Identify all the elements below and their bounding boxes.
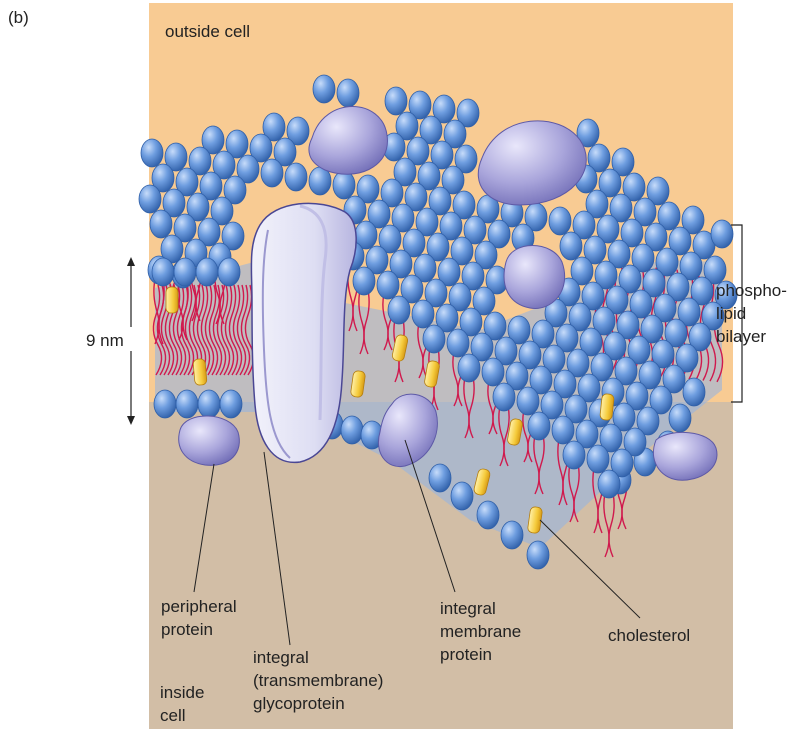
inside-cell-label: cell — [160, 706, 186, 725]
phospholipid-head-icon — [285, 163, 307, 191]
phospholipid-head-icon — [501, 521, 523, 549]
phospholipid-label: phospho- — [716, 281, 787, 300]
phospholipid-head-icon — [152, 258, 174, 286]
cholesterol-icon — [193, 359, 207, 386]
phospholipid-head-icon — [587, 445, 609, 473]
thickness-label: 9 nm — [86, 331, 124, 350]
phospholipid-head-icon — [220, 390, 242, 418]
phospholipid-head-icon — [598, 470, 620, 498]
glycoprotein-label: integral — [253, 648, 309, 667]
peripheral-protein-label: protein — [161, 620, 213, 639]
phospholipid-head-icon — [141, 139, 163, 167]
phospholipid-head-icon — [528, 412, 550, 440]
phospholipid-head-icon — [377, 271, 399, 299]
glycoprotein-label: glycoprotein — [253, 694, 345, 713]
phospholipid-head-icon — [552, 416, 574, 444]
phospholipid-head-icon — [198, 390, 220, 418]
phospholipid-head-icon — [493, 383, 515, 411]
peripheral-protein-icon — [179, 416, 240, 465]
phospholipid-head-icon — [563, 441, 585, 469]
integral-protein-label: integral — [440, 599, 496, 618]
phospholipid-head-icon — [139, 185, 161, 213]
protein-icon — [504, 246, 565, 309]
phospholipid-head-icon — [150, 210, 172, 238]
integral-protein-label: membrane — [440, 622, 521, 641]
phospholipid-head-icon — [477, 501, 499, 529]
phospholipid-head-icon — [447, 329, 469, 357]
phospholipid-head-icon — [154, 390, 176, 418]
phospholipid-head-icon — [429, 464, 451, 492]
phospholipid-head-icon — [711, 220, 733, 248]
phospholipid-head-icon — [683, 378, 705, 406]
glycoprotein-label: (transmembrane) — [253, 671, 383, 690]
phospholipid-label: lipid — [716, 304, 746, 323]
phospholipid-head-icon — [412, 300, 434, 328]
cholesterol-icon — [600, 393, 615, 420]
phospholipid-head-icon — [669, 404, 691, 432]
integral-protein-label: protein — [440, 645, 492, 664]
phospholipid-head-icon — [423, 325, 445, 353]
phospholipid-head-icon — [196, 258, 218, 286]
phospholipid-head-icon — [549, 207, 571, 235]
cholesterol-label: cholesterol — [608, 626, 690, 645]
phospholipid-head-icon — [333, 171, 355, 199]
phospholipid-head-icon — [341, 416, 363, 444]
phospholipid-head-icon — [313, 75, 335, 103]
phospholipid-label: bilayer — [716, 327, 766, 346]
phospholipid-head-icon — [353, 267, 375, 295]
phospholipid-head-icon — [451, 482, 473, 510]
phospholipid-head-icon — [517, 387, 539, 415]
phospholipid-head-icon — [337, 79, 359, 107]
peripheral-protein-label: peripheral — [161, 597, 237, 616]
phospholipid-head-icon — [218, 258, 240, 286]
phospholipid-head-icon — [261, 159, 283, 187]
phospholipid-head-icon — [458, 354, 480, 382]
phospholipid-head-icon — [560, 232, 582, 260]
phospholipid-head-icon — [176, 390, 198, 418]
phospholipid-head-icon — [527, 541, 549, 569]
cholesterol-icon — [166, 287, 178, 313]
phospholipid-head-icon — [385, 87, 407, 115]
outside-cell-label: outside cell — [165, 22, 250, 41]
phospholipid-head-icon — [174, 258, 196, 286]
inside-cell-label: inside — [160, 683, 204, 702]
phospholipid-head-icon — [388, 296, 410, 324]
panel-label: (b) — [8, 8, 29, 27]
phospholipid-head-icon — [482, 358, 504, 386]
